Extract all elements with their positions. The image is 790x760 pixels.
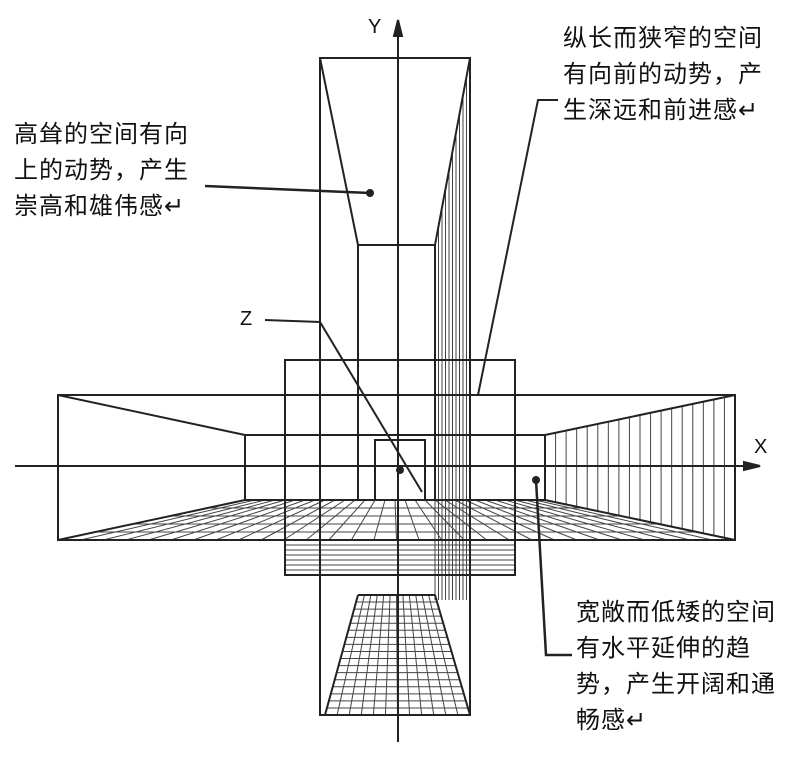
floor-radial-line	[305, 499, 356, 541]
wide-perspective-line	[544, 394, 736, 436]
center-square	[284, 359, 516, 576]
wide-perspective-line	[57, 394, 246, 436]
leader-dot-left	[366, 189, 374, 197]
bottom-grid-radial	[336, 594, 365, 716]
floor-radial-line	[454, 499, 533, 541]
annotation-wide-space: 宽敞而低矮的空间有水平延伸的趋势，产生开阔和通畅感↵	[576, 594, 776, 738]
floor-radial-line	[534, 499, 713, 541]
bottom-grid-radial	[360, 594, 378, 716]
leader-line-z	[264, 319, 423, 493]
bottom-grid-radial	[372, 594, 385, 716]
tall-space-outline	[319, 57, 471, 716]
tall-perspective-line	[434, 57, 471, 246]
wide-perspective-line	[57, 499, 246, 541]
y-axis-label: Y	[368, 16, 382, 38]
bottom-grid-radial	[402, 594, 411, 716]
floor-radial-line	[424, 499, 465, 541]
floor-radial-line	[484, 499, 600, 541]
bottom-grid-radial	[384, 594, 391, 716]
floor-radial-line	[494, 499, 623, 541]
tall-perspective-line	[319, 57, 359, 246]
floor-radial-line	[350, 499, 376, 541]
annotation-narrow-space: 纵长而狭窄的空间有向前的动势，产生深远和前进感↵	[563, 20, 763, 128]
y-axis-arrow	[392, 19, 404, 37]
floor-radial-line	[414, 499, 443, 541]
leader-dot-bottom-right	[532, 476, 540, 484]
floor-radial-line	[103, 499, 266, 541]
floor-radial-line	[474, 499, 578, 541]
bottom-grid-radial	[348, 594, 372, 716]
bottom-grid-radial	[408, 594, 423, 716]
floor-radial-line	[524, 499, 690, 541]
bottom-grid-radial	[415, 594, 435, 716]
wide-inner-rect	[244, 434, 546, 501]
floor-radial-line	[238, 499, 326, 541]
floor-radial-line	[170, 499, 296, 541]
floor-radial-line	[80, 499, 256, 541]
leader-dot-center	[396, 466, 404, 474]
wide-space-outline	[57, 394, 736, 541]
floor-radial-line	[215, 499, 316, 541]
z-axis-label: Z	[240, 308, 253, 330]
leader-line-bottom-right	[534, 479, 572, 657]
floor-radial-line	[193, 499, 306, 541]
x-axis-arrow	[743, 460, 761, 472]
bottom-perspective-line	[434, 594, 471, 716]
wide-perspective-line	[544, 499, 736, 541]
floor-radial-line	[328, 499, 366, 541]
floor-radial-line	[260, 499, 336, 541]
bottom-perspective-line	[324, 594, 359, 716]
floor-radial-line	[404, 499, 420, 541]
floor-radial-line	[373, 499, 386, 541]
floor-radial-line	[434, 499, 488, 541]
floor-radial-line	[394, 499, 397, 541]
floor-radial-line	[444, 499, 510, 541]
annotation-tall-space: 高耸的空间有向上的动势，产生崇高和雄伟感↵	[14, 116, 194, 224]
bottom-grid-radial	[421, 594, 447, 716]
x-axis-label: X	[754, 436, 768, 458]
floor-radial-line	[125, 499, 276, 541]
floor-radial-line	[514, 499, 668, 541]
leader-line-top-right	[477, 99, 558, 396]
leader-line-left	[204, 184, 371, 195]
floor-radial-line	[504, 499, 645, 541]
bottom-grid-radial	[428, 594, 459, 716]
floor-radial-line	[283, 499, 346, 541]
floor-radial-line	[148, 499, 286, 541]
center-inner-square	[374, 439, 426, 501]
